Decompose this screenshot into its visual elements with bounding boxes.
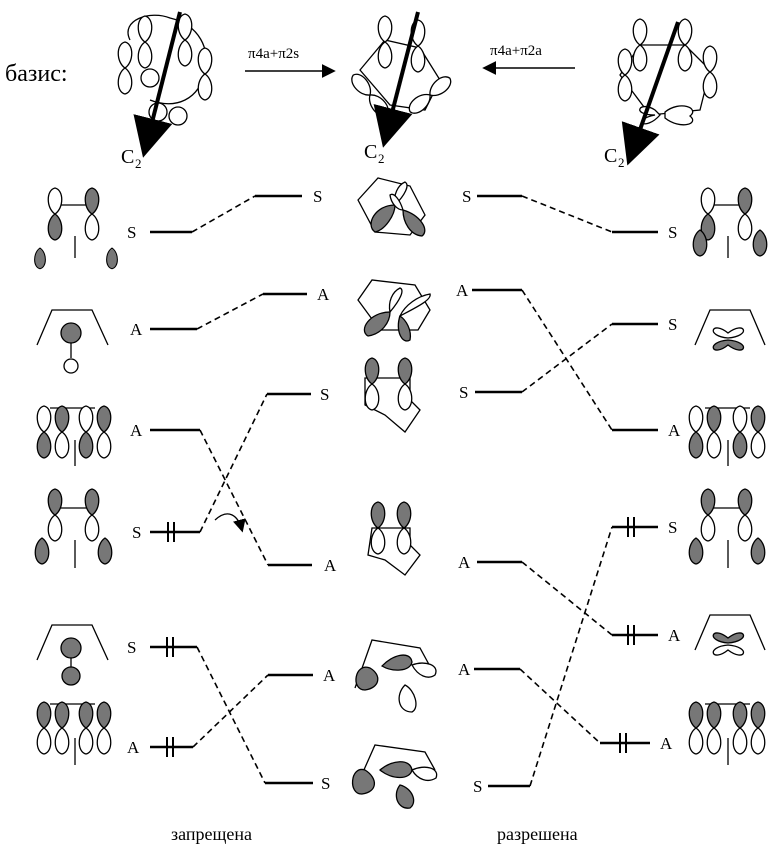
level-cl-0-label: S bbox=[313, 187, 322, 206]
level-right-4-label: A bbox=[668, 626, 681, 645]
basis-right-sketch bbox=[617, 18, 718, 166]
level-cl-3-label: A bbox=[324, 556, 337, 575]
level-cr-3-label: A bbox=[458, 553, 471, 572]
level-cl-2-label: S bbox=[320, 385, 329, 404]
c2-sub-right: 2 bbox=[618, 155, 625, 170]
orbital-right-0 bbox=[692, 187, 768, 258]
arrow-right-label: π4a+π2a bbox=[490, 43, 542, 59]
correlation-lines-right bbox=[519, 195, 613, 787]
level-right-0-label: S bbox=[668, 223, 677, 242]
orbital-left-4 bbox=[36, 624, 109, 686]
c2-label-left: C bbox=[121, 146, 134, 168]
orbital-center-2 bbox=[364, 357, 421, 433]
arrow-left-label: π4a+π2s bbox=[248, 46, 299, 62]
orbital-center-5 bbox=[351, 744, 438, 809]
level-right-1-label: S bbox=[668, 315, 677, 334]
level-left-4-label: S bbox=[127, 638, 136, 657]
basis-center-sketch bbox=[347, 11, 455, 148]
level-cl-5-label: S bbox=[321, 774, 330, 793]
level-left-5-label: A bbox=[127, 738, 140, 757]
level-left-0-label: S bbox=[127, 223, 136, 242]
orbital-left-1 bbox=[36, 309, 109, 374]
left-levels: S A A S S A bbox=[127, 223, 200, 757]
right-levels: S S A S A A bbox=[600, 223, 681, 753]
orbital-right-2 bbox=[688, 405, 766, 466]
center-right-levels: S A S A A S bbox=[456, 187, 530, 796]
level-cr-1-label: A bbox=[456, 281, 469, 300]
level-left-1-label: A bbox=[130, 320, 143, 339]
electron-pairs-left bbox=[166, 522, 175, 757]
basis-label: базис: bbox=[5, 61, 68, 87]
level-cr-5-label: S bbox=[473, 777, 482, 796]
level-cr-4-label: A bbox=[458, 660, 471, 679]
c2-label-right: C bbox=[604, 145, 617, 167]
orbital-center-3 bbox=[367, 501, 421, 576]
c2-sub-center: 2 bbox=[378, 151, 385, 166]
level-left-3-label: S bbox=[132, 523, 141, 542]
orbital-right-5 bbox=[688, 701, 766, 765]
orbital-left-2 bbox=[36, 405, 112, 466]
orbital-left-0 bbox=[34, 187, 118, 270]
level-cl-4-label: A bbox=[323, 666, 336, 685]
level-left-2-label: A bbox=[130, 421, 143, 440]
level-cr-0-label: S bbox=[462, 187, 471, 206]
level-right-3-label: S bbox=[668, 518, 677, 537]
orbital-center-4 bbox=[354, 639, 437, 713]
footer-allowed: разрешена bbox=[497, 824, 578, 844]
correlation-lines-left bbox=[191, 195, 269, 784]
orbital-center-1 bbox=[357, 279, 431, 342]
orbital-left-5 bbox=[36, 701, 112, 765]
orbital-right-4 bbox=[694, 614, 766, 656]
orbital-left-3 bbox=[34, 488, 113, 568]
orbital-center-0 bbox=[357, 177, 426, 237]
c2-label-center: C bbox=[364, 141, 377, 163]
footer-forbidden: запрещена bbox=[171, 824, 252, 844]
center-left-levels: S A S A A S bbox=[255, 187, 337, 793]
orbital-right-1 bbox=[694, 309, 766, 351]
level-cl-1-label: A bbox=[317, 285, 330, 304]
c2-sub-left: 2 bbox=[135, 156, 142, 171]
level-cr-2-label: S bbox=[459, 383, 468, 402]
electron-pairs-right bbox=[619, 517, 635, 753]
level-right-5-label: A bbox=[660, 734, 673, 753]
level-right-2-label: A bbox=[668, 421, 681, 440]
curved-arrow bbox=[214, 513, 246, 533]
orbital-right-3 bbox=[688, 488, 766, 568]
basis-left-sketch bbox=[117, 11, 213, 158]
